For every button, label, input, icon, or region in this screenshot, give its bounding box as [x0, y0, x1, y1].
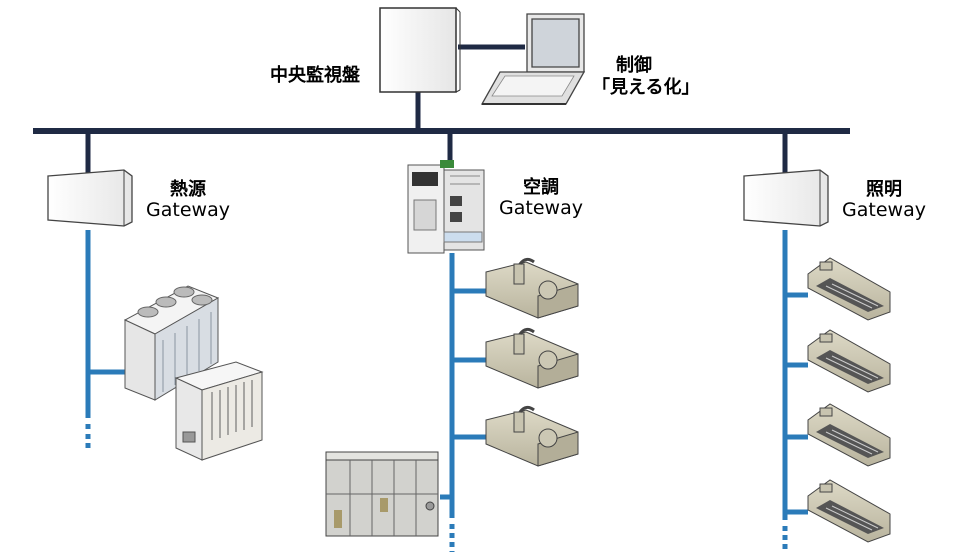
chiller-unit [123, 285, 220, 401]
lighting-gateway-box [743, 169, 829, 227]
heat-source-gateway-label: 熱源 Gateway [142, 180, 234, 221]
air-conditioning-gateway-suffix: Gateway [499, 196, 583, 219]
field-bus [85, 230, 808, 552]
central-monitoring-label: 中央監視盤 [270, 65, 360, 86]
ac-indoor-unit [485, 405, 579, 467]
heat-source-gateway-suffix: Gateway [146, 198, 230, 221]
control-label: 制御 [616, 55, 652, 76]
air-handling-unit [325, 451, 439, 537]
light-fixture [807, 329, 891, 393]
ac-indoor-unit [485, 327, 579, 389]
lighting-gateway-suffix: Gateway [842, 198, 926, 221]
air-conditioning-gateway-label: 空調 Gateway [495, 178, 587, 219]
air-conditioning-gateway-device [407, 160, 485, 254]
light-fixture [807, 257, 891, 321]
visualization-label: 「見える化」 [592, 77, 700, 98]
lighting-gateway-label: 照明 Gateway [838, 180, 930, 221]
central-monitoring-panel [379, 7, 461, 93]
absorption-chiller-unit [174, 361, 264, 461]
light-fixture [807, 479, 891, 543]
ac-indoor-unit [485, 257, 579, 319]
heat-source-name: 熱源 [170, 179, 206, 200]
light-fixture [807, 403, 891, 467]
heat-source-gateway-box [47, 169, 133, 227]
laptop-icon [480, 13, 586, 105]
backbone-network [33, 44, 850, 176]
air-conditioning-name: 空調 [523, 177, 559, 198]
lighting-name: 照明 [866, 179, 902, 200]
